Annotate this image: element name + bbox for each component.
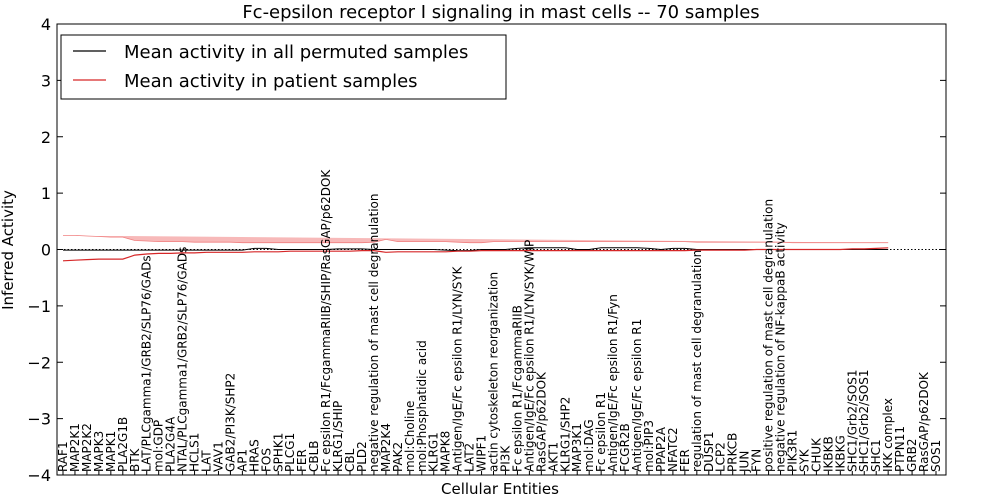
patient-activity-band bbox=[63, 235, 889, 244]
x-tick-label: Antigen/IgE/Fc epsilon R1/LYN/SYK/WIP bbox=[522, 240, 536, 472]
x-tick-label: MAPK8 bbox=[439, 431, 453, 472]
x-tick-label: PLCG1 bbox=[283, 433, 297, 472]
y-tick-label: 4 bbox=[41, 15, 51, 34]
x-tick-label: PTPN11 bbox=[893, 426, 907, 472]
x-tick-label: FER bbox=[678, 449, 692, 472]
x-tick-label: PPAP2A bbox=[654, 426, 668, 472]
x-tick-label: IKBKG bbox=[833, 435, 847, 472]
x-tick-label: CBLB bbox=[307, 440, 321, 472]
x-tick-label: Antigen/IgE/Fc epsilon R1/LYN/SYK bbox=[451, 265, 465, 472]
x-tick-label: positive regulation of mast cell degranu… bbox=[762, 199, 776, 472]
x-tick-label: MAPK3 bbox=[92, 431, 106, 472]
y-axis-label: Inferred Activity bbox=[0, 190, 17, 310]
y-tick-label: 0 bbox=[41, 241, 51, 260]
x-tick-label: BTK bbox=[128, 447, 142, 472]
x-tick-label: JUN bbox=[738, 451, 752, 473]
x-tick-label: SHC1 bbox=[869, 439, 883, 472]
x-tick-label: FOS bbox=[259, 448, 273, 472]
x-tick-label: PLD2 bbox=[355, 441, 369, 472]
x-tick-label: LCP2 bbox=[714, 442, 728, 472]
x-tick-label: KLRG1/SHP2 bbox=[558, 397, 572, 472]
x-tick-label: KLRG1 bbox=[427, 432, 441, 472]
x-tick-label: Fc epsilon R1/FcgammaRIIB bbox=[510, 305, 524, 472]
x-tick-label: MAPK1 bbox=[104, 431, 118, 472]
x-tick-label: NTAL/PLCgamma1/GRB2/SLP76/GADs bbox=[176, 247, 190, 472]
x-tick-label: GAB2/PI3K/SHP2 bbox=[223, 373, 237, 472]
y-tick-label: 1 bbox=[41, 184, 51, 203]
legend-box bbox=[60, 34, 507, 100]
series-line-patient bbox=[62, 247, 889, 262]
x-tick-label: IKK complex bbox=[881, 398, 895, 472]
x-tick-label: negative regulation of mast cell degranu… bbox=[367, 193, 381, 472]
x-tick-label: AP1 bbox=[235, 449, 249, 472]
x-tick-label: PRKCB bbox=[726, 433, 740, 472]
x-tick-label: mol:GDP bbox=[152, 420, 166, 472]
x-tick-label: LAT2 bbox=[463, 443, 477, 472]
x-tick-label: RasGAP/p62DOK bbox=[917, 371, 931, 472]
x-tick-label: HCLS1 bbox=[188, 433, 202, 472]
x-tick-label: regulation of mast cell degranulation bbox=[690, 250, 704, 472]
x-tick-label: PI3K bbox=[498, 445, 512, 472]
x-tick-label: FER bbox=[295, 449, 309, 472]
x-tick-label: mol:Choline bbox=[403, 401, 417, 472]
x-tick-label: Fc epsilon R1/FcgammaRIIB/SHIP/RasGAP/p6… bbox=[319, 169, 333, 472]
x-tick-label: VAV1 bbox=[211, 441, 225, 472]
x-tick-label: FYN bbox=[750, 449, 764, 472]
x-tick-label: negative regulation of NF-kappaB activit… bbox=[774, 222, 788, 472]
x-tick-label: GRB2 bbox=[905, 438, 919, 472]
x-tick-label: SOS1 bbox=[929, 440, 943, 472]
x-tick-label: actin cytoskeleton reorganization bbox=[487, 272, 501, 472]
x-tick-label: mol:PIP3 bbox=[642, 420, 656, 472]
x-tick-label: NFATC2 bbox=[666, 427, 680, 472]
x-tick-label: SHC1/Grb2/SOS1 bbox=[845, 369, 859, 472]
x-tick-label: PLA2G4A bbox=[164, 416, 178, 472]
x-tick-label: CHUK bbox=[809, 437, 823, 472]
x-tick-label: mol:DAG bbox=[582, 419, 596, 472]
x-tick-label: AKT1 bbox=[546, 442, 560, 472]
plot-frame bbox=[56, 23, 947, 476]
x-tick-label: DUSP1 bbox=[702, 431, 716, 472]
legend-label-permuted: Mean activity in all permuted samples bbox=[124, 42, 468, 63]
chart-title: Fc-epsilon receptor I signaling in mast … bbox=[242, 2, 759, 23]
y-tick-label: −3 bbox=[27, 410, 51, 429]
x-axis: RAF1MAP2K1MAP2K2MAPK3MAPK1PLA2G1BBTKLAT/… bbox=[56, 169, 943, 475]
x-tick-label: CBL bbox=[343, 448, 357, 472]
y-tick-label: 2 bbox=[41, 128, 51, 147]
x-tick-label: SYK bbox=[797, 448, 811, 472]
x-tick-label: Antigen/IgE/Fc epsilon R1/Fyn bbox=[606, 294, 620, 472]
legend: Mean activity in all permuted samples Me… bbox=[60, 34, 507, 100]
x-tick-label: SHC1/Grb2/SOS1 bbox=[857, 369, 871, 472]
y-tick-label: 3 bbox=[41, 71, 51, 90]
y-tick-label: −4 bbox=[27, 466, 51, 485]
x-axis-label: Cellular Entities bbox=[441, 480, 559, 498]
plot-area bbox=[57, 235, 946, 262]
y-tick-label: −1 bbox=[27, 297, 51, 316]
x-tick-label: WIPF1 bbox=[475, 435, 489, 472]
x-tick-label: HRAS bbox=[247, 439, 261, 472]
legend-label-patient: Mean activity in patient samples bbox=[124, 71, 418, 92]
y-tick-label: −2 bbox=[27, 353, 51, 372]
y-axis: −4 −3 −2 −1 0 1 2 3 4 bbox=[27, 15, 946, 485]
x-tick-label: mol:Phosphatidic acid bbox=[415, 340, 429, 472]
x-tick-label: RasGAP/p62DOK bbox=[534, 371, 548, 472]
x-tick-label: SPHK1 bbox=[271, 433, 285, 472]
x-tick-label: Antigen/IgE/Fc epsilon R1 bbox=[630, 319, 644, 472]
x-tick-label: KLRG1/SHIP bbox=[331, 401, 345, 472]
x-tick-label: LAT bbox=[200, 450, 214, 472]
x-tick-label: LAT/PLCgamma1/GRB2/SLP76/GADs bbox=[140, 255, 154, 472]
x-tick-label: Fc epsilon R1 bbox=[594, 392, 608, 472]
x-tick-label: MAP2K4 bbox=[379, 423, 393, 472]
x-tick-label: MAP3K1 bbox=[570, 423, 584, 472]
x-tick-label: PIK3R1 bbox=[785, 430, 799, 472]
x-tick-label: RAF1 bbox=[56, 441, 70, 472]
x-tick-label: FCGR2B bbox=[618, 423, 632, 472]
x-tick-label: PLA2G1B bbox=[116, 417, 130, 472]
x-tick-label: MAP2K2 bbox=[80, 423, 94, 472]
x-tick-label: PAK2 bbox=[391, 442, 405, 472]
x-tick-label: IKBKB bbox=[821, 436, 835, 472]
x-tick-label: MAP2K1 bbox=[68, 423, 82, 472]
